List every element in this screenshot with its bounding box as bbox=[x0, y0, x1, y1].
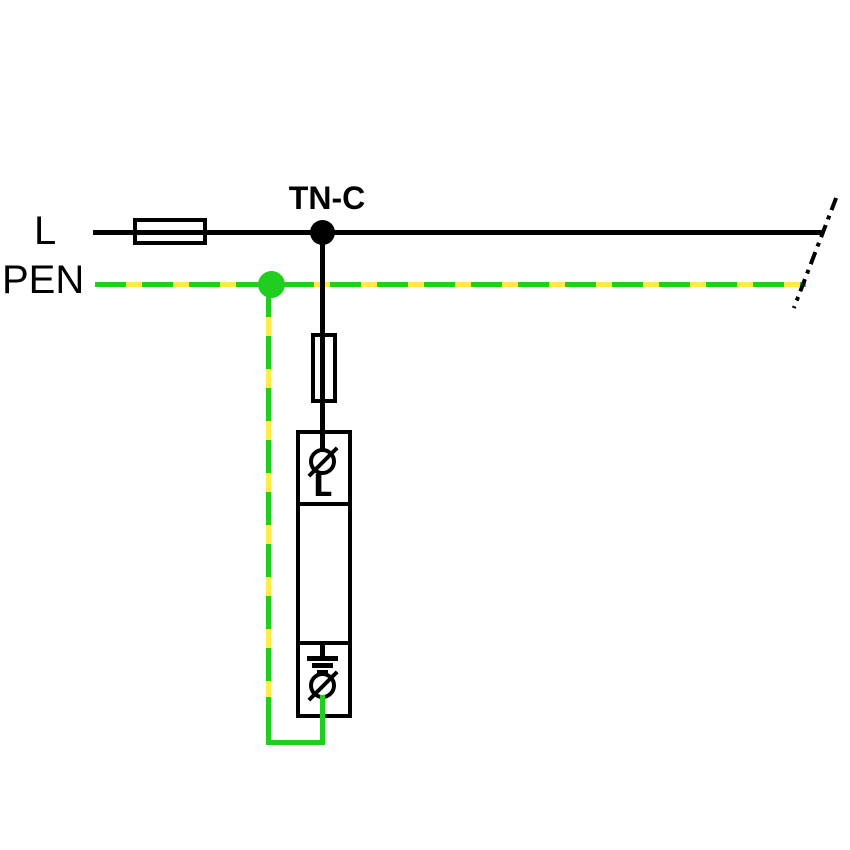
spd-divider-top bbox=[296, 502, 352, 506]
junction-dot-l-icon bbox=[310, 220, 335, 245]
earth-return-wire-vertical bbox=[320, 695, 325, 745]
earth-symbol-icon bbox=[320, 645, 325, 658]
spd-terminal-l-label: L bbox=[313, 469, 333, 504]
fuse-icon bbox=[133, 218, 207, 245]
junction-dot-pen-icon bbox=[258, 271, 285, 298]
conductor-pen-label: PEN bbox=[2, 258, 85, 302]
spd-divider-bottom bbox=[296, 641, 352, 645]
conductor-pen-wire bbox=[95, 282, 806, 287]
conductor-l-label: L bbox=[34, 209, 57, 253]
earth-return-wire-left bbox=[266, 697, 271, 745]
conductor-l-wire bbox=[93, 230, 824, 235]
spd-branch-wire bbox=[320, 232, 325, 452]
spd-fuse-icon bbox=[311, 333, 337, 403]
line-break-mark-icon bbox=[791, 197, 839, 309]
earth-bar-2 bbox=[312, 663, 333, 668]
earth-bar-1 bbox=[307, 656, 338, 661]
system-type-label: TN-C bbox=[288, 180, 366, 216]
pen-branch-wire bbox=[266, 284, 271, 698]
earth-return-wire-horizontal bbox=[266, 740, 325, 745]
screw-terminal-icon-top bbox=[306, 445, 339, 478]
